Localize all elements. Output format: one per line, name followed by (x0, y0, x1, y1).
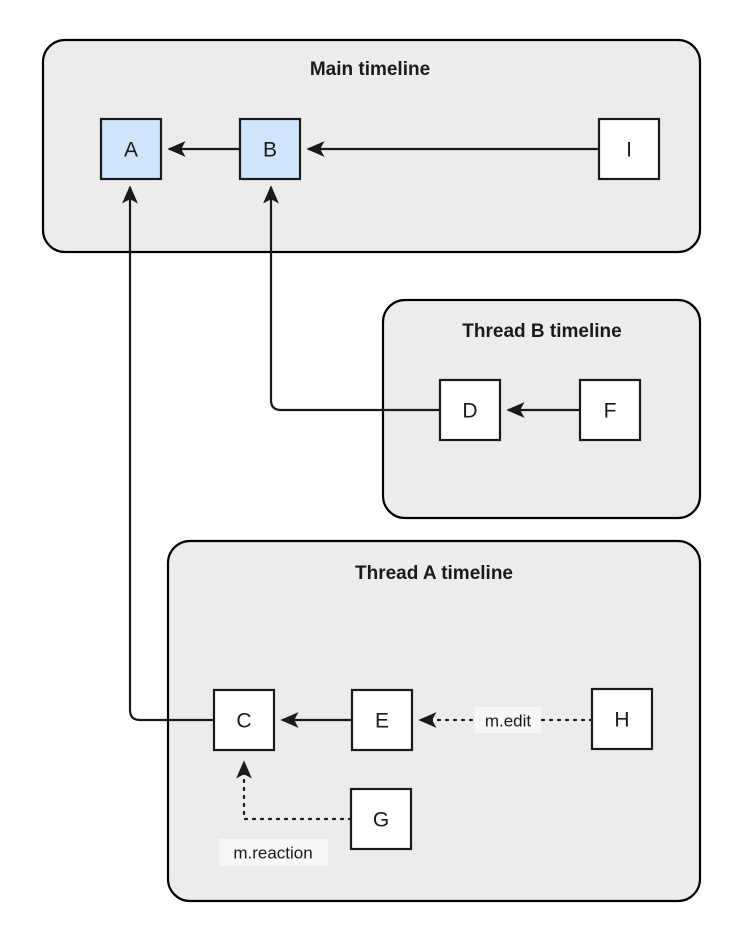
node-B-label: B (263, 139, 277, 162)
node-G[interactable]: G (349, 787, 413, 851)
node-A[interactable]: A (99, 117, 163, 181)
node-A-rect (99, 117, 163, 181)
node-E-label: E (375, 710, 389, 733)
edge-g-to-c-m-reaction[interactable] (236, 760, 353, 821)
node-I-label: I (626, 139, 632, 162)
node-C-rect (212, 688, 276, 752)
node-F-rect (578, 378, 642, 442)
node-I-rect (597, 117, 661, 181)
node-H-label: H (614, 709, 629, 732)
node-D[interactable]: D (438, 378, 502, 442)
edge-label-m-edit-bg (475, 707, 541, 733)
node-F-label: F (604, 400, 617, 423)
node-F[interactable]: F (578, 378, 642, 442)
node-H[interactable]: H (590, 687, 654, 751)
node-D-label: D (462, 400, 477, 423)
node-G-label: G (373, 809, 389, 832)
edge-label-m-edit: m.edit (475, 707, 541, 733)
edge-label-m-reaction: m.reaction (219, 839, 328, 866)
edge-d-to-b[interactable] (263, 185, 440, 412)
node-G-rect (349, 787, 413, 851)
node-I[interactable]: I (597, 117, 661, 181)
group-thread-a-timeline-title: Thread A timeline (355, 563, 513, 584)
node-D-rect (438, 378, 502, 442)
node-C-label: C (236, 710, 251, 733)
edge-label-m-edit-text: m.edit (485, 712, 532, 731)
group-main-timeline-rect (41, 38, 702, 254)
group-thread-b-timeline-title: Thread B timeline (462, 321, 621, 342)
node-A-label: A (124, 139, 138, 162)
node-B-rect (238, 117, 302, 181)
edge-label-m-reaction-bg (219, 839, 328, 866)
node-E[interactable]: E (350, 688, 414, 752)
edge-label-m-reaction-text: m.reaction (233, 844, 312, 863)
node-B[interactable]: B (238, 117, 302, 181)
group-main-timeline[interactable]: Main timeline (41, 38, 702, 254)
edge-c-to-a[interactable] (122, 185, 214, 722)
group-main-timeline-title: Main timeline (310, 59, 430, 80)
node-H-rect (590, 687, 654, 751)
node-C[interactable]: C (212, 688, 276, 752)
node-E-rect (350, 688, 414, 752)
